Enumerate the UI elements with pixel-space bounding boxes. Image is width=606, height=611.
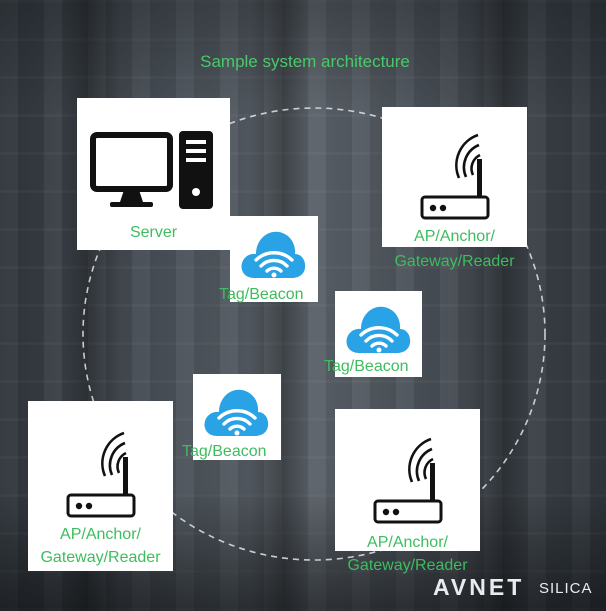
- reader-node-bottom-right: AP/Anchor/: [335, 409, 480, 551]
- tag-label-3: Tag/Beacon: [182, 443, 267, 460]
- reader-node-top-right: AP/Anchor/: [382, 107, 527, 247]
- reader-label-line2: Gateway/Reader: [394, 253, 515, 270]
- cloud-wifi-icon: [204, 389, 269, 436]
- cloud-wifi-icon: [241, 231, 306, 278]
- tag-node-3: [193, 374, 281, 460]
- reader-label-line1: AP/Anchor/: [414, 228, 495, 245]
- tag-label-2: Tag/Beacon: [324, 358, 409, 375]
- tag-node-1: [230, 216, 318, 302]
- reader-label-line2: Gateway/Reader: [40, 549, 161, 566]
- wireless-router-icon: [66, 431, 136, 518]
- wireless-router-icon: [420, 133, 490, 220]
- reader-label-line1: AP/Anchor/: [367, 534, 448, 551]
- server-label: Server: [129, 224, 178, 241]
- reader-label-line1: AP/Anchor/: [60, 526, 141, 543]
- cloud-wifi-icon: [346, 306, 411, 353]
- tag-label-1: Tag/Beacon: [219, 286, 304, 303]
- desktop-computer-icon: [90, 131, 213, 209]
- reader-label-line2: Gateway/Reader: [347, 557, 468, 574]
- avnet-silica-logo: AVNET SILICA: [433, 574, 593, 600]
- diagram-title: Sample system architecture: [200, 52, 410, 71]
- reader-node-bottom-left: AP/Anchor/ Gateway/Reader: [28, 401, 173, 571]
- logo-sub: SILICA: [539, 580, 593, 597]
- wireless-router-icon: [373, 437, 443, 524]
- logo-brand: AVNET: [433, 574, 525, 600]
- tag-node-2: [335, 291, 422, 377]
- server-node: Server: [77, 98, 230, 250]
